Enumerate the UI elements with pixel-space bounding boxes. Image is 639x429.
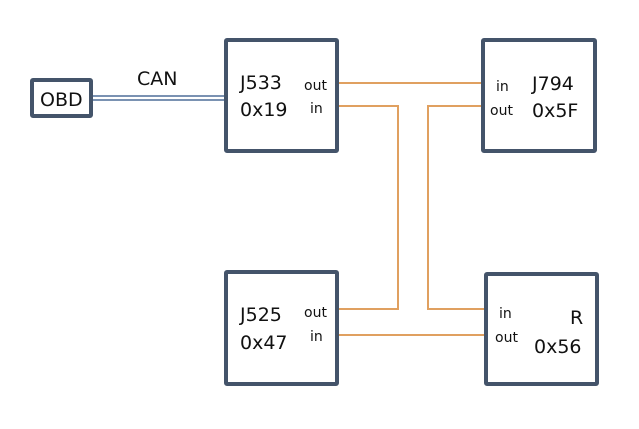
port-j525-in: in (310, 329, 323, 345)
node-j525-name: J525 (240, 304, 282, 326)
port-r-in: in (499, 306, 512, 322)
node-j533-name: J533 (240, 72, 282, 94)
node-r-address: 0x56 (534, 336, 582, 358)
port-j794-in: in (496, 79, 509, 95)
node-r[interactable]: in out R 0x56 (484, 272, 599, 386)
wire-j794-out-to-r-in (427, 105, 486, 310)
node-j533-address: 0x19 (240, 99, 288, 121)
node-j794-address: 0x5F (532, 100, 579, 122)
node-j794[interactable]: in out J794 0x5F (481, 38, 597, 153)
port-j794-out: out (490, 103, 513, 119)
port-r-out: out (495, 330, 518, 346)
can-bus-label: CAN (137, 68, 178, 90)
node-j525-address: 0x47 (240, 332, 288, 354)
node-j525[interactable]: J525 0x47 out in (224, 270, 339, 386)
node-j794-name: J794 (532, 73, 574, 95)
port-j533-out: out (304, 78, 327, 94)
wire-j525-out-to-j533-in (338, 105, 399, 310)
node-r-name: R (570, 307, 584, 329)
port-j525-out: out (304, 305, 327, 321)
node-obd-label: OBD (40, 89, 83, 111)
node-j533[interactable]: J533 0x19 out in (224, 38, 339, 153)
port-j533-in: in (310, 101, 323, 117)
node-obd[interactable]: OBD (30, 78, 93, 118)
